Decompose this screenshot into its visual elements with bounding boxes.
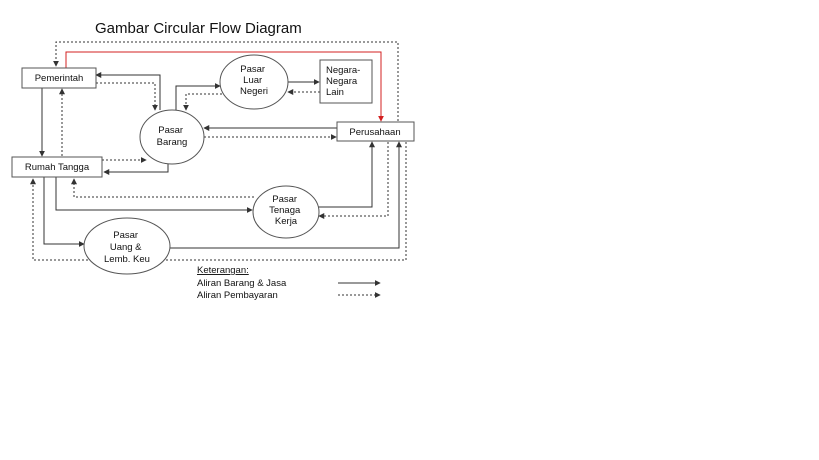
node-pasar-luar-negeri-label-2: Luar xyxy=(243,75,262,86)
node-pasar-barang-label-2: Barang xyxy=(157,137,188,148)
node-pasar-barang: Pasar Barang xyxy=(139,109,205,165)
flow-barang-to-pemerintah xyxy=(95,72,161,110)
flow-tenagakerja-to-rumahtangga xyxy=(71,178,254,198)
flow-luarnegeri-to-barang xyxy=(183,93,222,111)
legend-item-pembayaran: Aliran Pembayaran xyxy=(197,290,278,301)
flow-tenagakerja-to-perusahaan xyxy=(318,141,375,208)
node-pasar-tenaga-kerja-label-1: Pasar xyxy=(272,194,297,205)
flow-pemerintah-to-perusahaan-red xyxy=(65,51,384,122)
flow-rumahtangga-to-pasaruang xyxy=(43,177,85,247)
node-pasar-tenaga-kerja-label-3: Kerja xyxy=(275,216,298,227)
flow-perusahaan-to-rumahtangga-dotted xyxy=(30,142,407,261)
flow-lines xyxy=(30,41,407,261)
node-negara-lain-label-1: Negara- xyxy=(326,65,360,76)
flow-pasaruang-to-perusahaan xyxy=(170,141,402,249)
node-perusahaan-label: Perusahaan xyxy=(349,127,400,138)
svg-text:Pasar Luar Negeri: Pasar Luar Negeri xyxy=(240,64,268,97)
flow-pemerintah-to-barang xyxy=(96,82,158,111)
flow-rumahtangga-to-tenagakerja xyxy=(55,177,253,213)
legend-heading: Keterangan: xyxy=(197,265,249,276)
node-pasar-luar-negeri-label-3: Negeri xyxy=(240,86,268,97)
node-negara-lain: Negara- Negara Lain xyxy=(319,59,373,104)
legend-item-barang-jasa: Aliran Barang & Jasa xyxy=(197,278,287,289)
legend: Keterangan: Aliran Barang & Jasa Aliran … xyxy=(197,265,381,301)
diagram-title: Gambar Circular Flow Diagram xyxy=(95,20,302,37)
svg-text:Pasar Barang: Pasar Barang xyxy=(157,125,188,148)
node-pasar-tenaga-kerja-label-2: Tenaga xyxy=(269,205,301,216)
flow-perusahaan-to-tenagakerja xyxy=(318,142,389,219)
node-negara-lain-label-3: Lain xyxy=(326,87,344,98)
node-perusahaan: Perusahaan xyxy=(336,121,415,142)
node-pemerintah-label: Pemerintah xyxy=(35,73,84,84)
svg-text:Pemerintah: Pemerintah xyxy=(35,73,84,84)
node-pasar-luar-negeri-label-1: Pasar xyxy=(240,64,265,75)
node-pasar-luar-negeri: Pasar Luar Negeri xyxy=(219,54,289,110)
node-negara-lain-label-2: Negara xyxy=(326,76,358,87)
node-pasar-uang: Pasar Uang & Lemb. Keu xyxy=(83,217,171,275)
node-pasar-tenaga-kerja: Pasar Tenaga Kerja xyxy=(252,185,320,239)
svg-text:Perusahaan: Perusahaan xyxy=(349,127,400,138)
node-pasar-barang-label-1: Pasar xyxy=(158,125,183,136)
svg-text:Negara- Negara Lai: Negara- Negara Lain xyxy=(326,65,363,98)
flow-perusahaan-to-pemerintah-dotted xyxy=(53,41,399,125)
node-pasar-uang-label-1: Pasar xyxy=(113,230,138,241)
node-pemerintah: Pemerintah xyxy=(21,67,97,89)
svg-text:Pasar Tenaga Kerja: Pasar Tenaga Kerja xyxy=(269,194,303,227)
svg-text:Pasar Uang & Lemb.: Pasar Uang & Lemb. Keu xyxy=(104,230,150,265)
node-rumah-tangga-label: Rumah Tangga xyxy=(25,162,90,173)
svg-text:Rumah Tangga: Rumah Tangga xyxy=(25,162,90,173)
node-rumah-tangga: Rumah Tangga xyxy=(11,156,103,178)
flow-barang-to-luarnegeri xyxy=(175,83,221,110)
node-pasar-uang-label-3: Lemb. Keu xyxy=(104,254,150,265)
node-pasar-uang-label-2: Uang & xyxy=(110,242,142,253)
